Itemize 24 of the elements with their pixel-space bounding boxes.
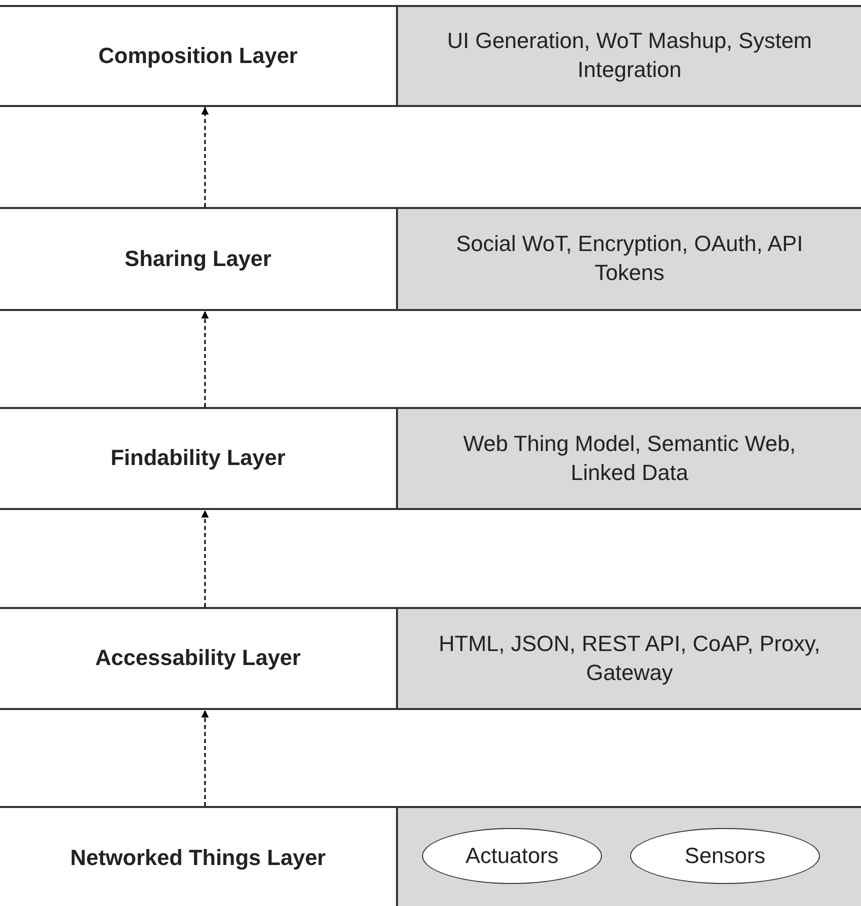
- technology-box: [396, 5, 861, 107]
- layer-box: [0, 407, 398, 510]
- dashed-arrow: [201, 710, 209, 806]
- dashed-arrow: [201, 107, 209, 207]
- layer-box: [0, 607, 398, 710]
- panel-box: [396, 806, 861, 906]
- dashed-arrow: [201, 311, 209, 407]
- dashed-arrow: [201, 510, 209, 607]
- layer-name: Findability Layer: [110, 444, 286, 472]
- layer-box: [0, 207, 398, 311]
- layer-name: Sharing Layer: [124, 244, 272, 273]
- technology-list: Web Thing Model, Semantic Web, Linked Data: [428, 430, 831, 488]
- technology-box: [396, 207, 861, 311]
- technology-list: Social WoT, Encryption, OAuth, API Tokens: [428, 230, 831, 288]
- technology-list: UI Generation, WoT Mashup, System Integration: [428, 27, 831, 85]
- component-label: Actuators: [466, 842, 558, 870]
- technology-box: [396, 407, 861, 510]
- layer-name: Networked Things Layer: [70, 844, 326, 872]
- layer-box: [0, 5, 398, 107]
- layer-name: Composition Layer: [98, 42, 298, 70]
- technology-list: HTML, JSON, REST API, CoAP, Proxy, Gateway: [428, 630, 831, 688]
- component-label: Sensors: [684, 842, 766, 870]
- technology-box: [396, 607, 861, 710]
- layer-name: Accessability Layer: [95, 644, 301, 672]
